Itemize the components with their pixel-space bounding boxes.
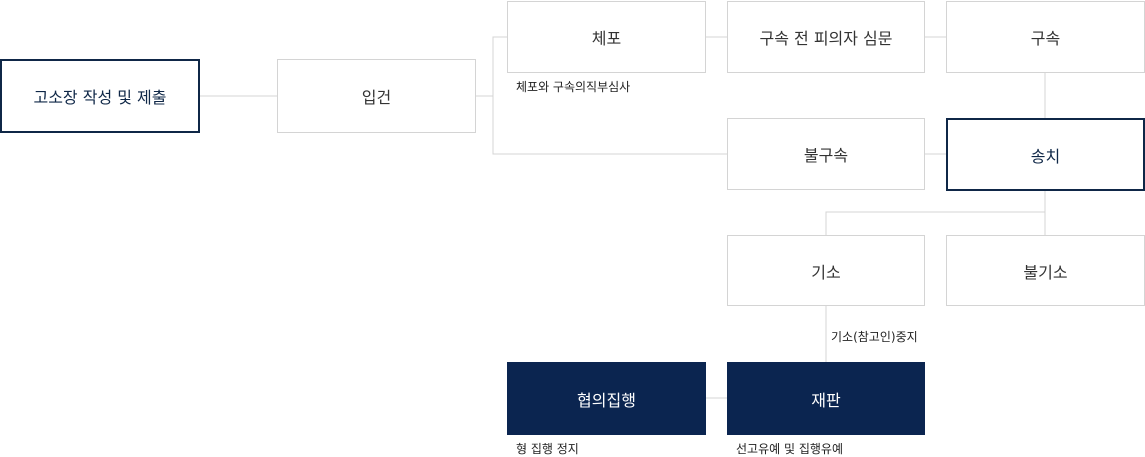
note-indictment-suspension: 기소(참고인)중지 — [831, 330, 918, 344]
connector-indictment — [825, 190, 1046, 235]
node-indictment-prep: 고소장 작성 및 제출 — [0, 59, 200, 133]
node-detention: 구속 — [946, 1, 1145, 73]
node-referral: 송치 — [946, 118, 1145, 191]
note-execution-stay: 형 집행 정지 — [516, 442, 579, 456]
node-pre-detention-interrogation: 구속 전 피의자 심문 — [727, 1, 925, 73]
node-case-filing: 입건 — [277, 59, 476, 133]
connector-arrest — [476, 36, 507, 97]
node-arrest: 체포 — [507, 1, 706, 73]
node-indictment: 기소 — [727, 235, 925, 306]
node-trial: 재판 — [727, 362, 925, 435]
note-probation: 선고유예 및 집행유예 — [736, 442, 843, 456]
note-arrest-review: 체포와 구속의직부심사 — [516, 80, 631, 94]
node-plea-execution: 협의집행 — [507, 362, 706, 435]
node-non-indictment: 불기소 — [946, 235, 1145, 306]
node-no-detention: 불구속 — [727, 118, 925, 190]
connector-no-detention — [492, 96, 727, 155]
